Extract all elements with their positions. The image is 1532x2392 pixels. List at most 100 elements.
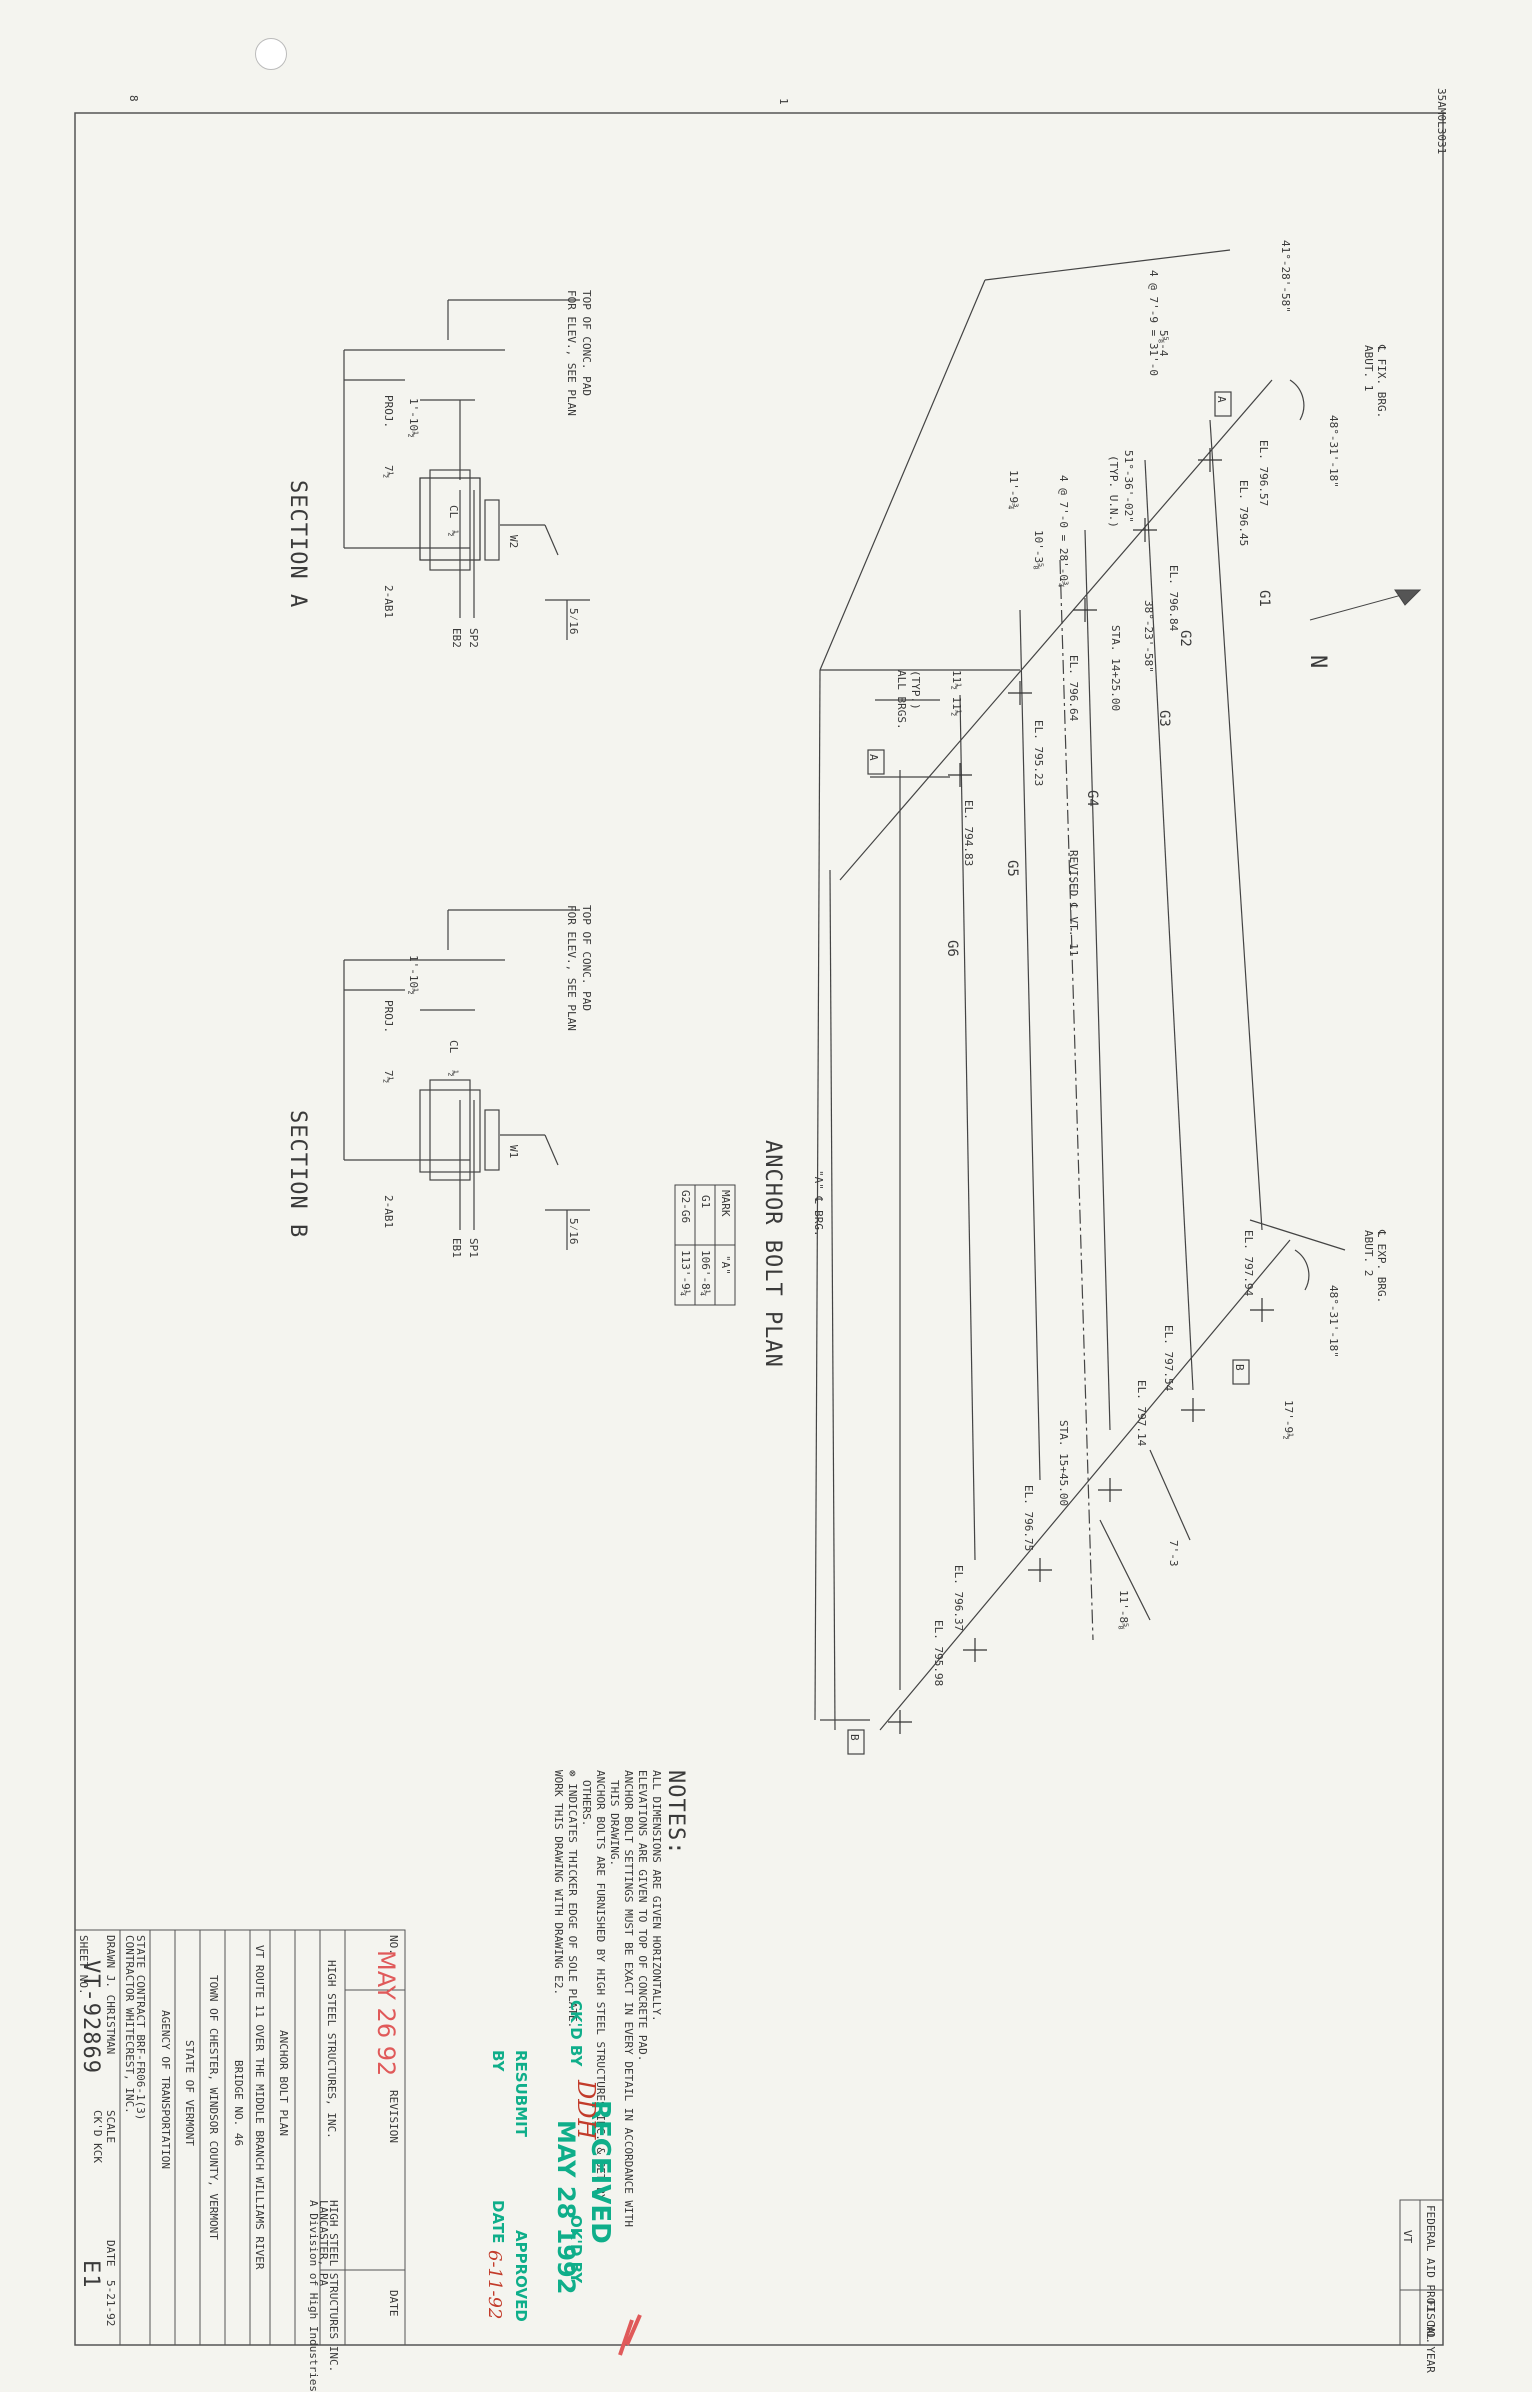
- angle-exp: 48°-31'-18": [1327, 1285, 1340, 1358]
- elevation-abut2-g5: EL. 796.37: [952, 1565, 965, 1632]
- station-1: STA. 14+25.00: [1109, 625, 1122, 712]
- stamp-date-value: 6-11-92: [484, 2250, 505, 2320]
- note-line-7: ⊗ INDICATES THICKER EDGE OF SOLE PLATE.: [566, 1770, 579, 2029]
- corner-state: VT: [1401, 2230, 1414, 2244]
- section-b-plate-2: EB1: [450, 1238, 463, 1258]
- section-b-dim-half: ½: [447, 1070, 460, 1077]
- elevation-abut1-g3: EL. 796.84: [1167, 565, 1180, 632]
- stamp-red-date: MAY 26 92: [372, 1950, 400, 2077]
- dim-a3: 10'-3⅝: [1032, 530, 1045, 570]
- elevation-abut2-g1: EL. 797.94: [1242, 1230, 1255, 1297]
- note-line-4: THIS DRAWING.: [608, 1780, 621, 1867]
- section-cut-b-2: B: [848, 1734, 861, 1741]
- dim-b1: 17'-9½: [1282, 1400, 1295, 1440]
- girder-label-g5: G5: [1004, 860, 1020, 877]
- table-frame: [674, 1184, 736, 1306]
- top-dimension: 4 @ 7'-9 = 31'-0: [1147, 270, 1160, 376]
- stamp-approved: APPROVED: [512, 2230, 530, 2322]
- tb-drawing-title: ANCHOR BOLT PLAN: [277, 2030, 290, 2136]
- tb-company-sub-3: A Division of High Industries: [307, 2200, 320, 2392]
- section-b-top-note-1: TOP OF CONC. PAD: [580, 905, 593, 1011]
- fix-brg-2: ABUT. 1: [1362, 345, 1375, 392]
- tb-contract-no: VT-92869: [78, 1960, 103, 2074]
- section-a-top-note-1: TOP OF CONC. PAD: [580, 290, 593, 396]
- top-tick: 1: [777, 98, 790, 105]
- north-label: N: [1305, 655, 1330, 670]
- exp-brg-1: ℄ EXP. BRG.: [1375, 1230, 1388, 1304]
- tb-date-label: DATE: [387, 2290, 400, 2317]
- section-b-dim-overall: 1'-10½: [407, 955, 420, 995]
- note-line-8: WORK THIS DRAWING WITH DRAWING E2.: [552, 1770, 565, 1996]
- tb-ckd: CK'D KCK: [91, 2110, 104, 2163]
- elevation-abut1-g5: EL. 795.23: [1032, 720, 1045, 787]
- dim-a2: 4 @ 7'-0 = 28'-0¾: [1057, 475, 1070, 588]
- elevation-abut2-g6: EL. 795.98: [932, 1620, 945, 1687]
- section-b-linework: [343, 909, 590, 1250]
- tb-drawn: DRAWN J. CHRISTMAN: [104, 1935, 117, 2055]
- table-row-1-mark: G1: [699, 1195, 712, 1209]
- elevation-abut1-g1: EL. 796.57: [1257, 440, 1270, 507]
- section-a-linework: [343, 299, 590, 640]
- dim-b2: 7'-3: [1167, 1540, 1180, 1567]
- section-a-plate-1: SP2: [467, 628, 480, 648]
- dim-a4: 11'-9¾: [1007, 470, 1020, 510]
- section-cut-a-2: A: [867, 754, 880, 761]
- stamp-ckd: CK'D BY: [567, 2000, 585, 2067]
- red-check-mark: [618, 2314, 642, 2356]
- girder-label-g4: G4: [1084, 790, 1100, 807]
- punch-hole: [255, 38, 287, 70]
- dim-sixteen: 11½ 11½: [950, 670, 963, 717]
- fix-brg-1: ℄ FIX. BRG.: [1375, 345, 1388, 419]
- north-arrow-lines: [1309, 589, 1422, 621]
- section-a-plate-2: EB2: [450, 628, 463, 648]
- title-block-frame: [74, 1929, 1444, 2346]
- elevation-abut2-g2: EL. 797.54: [1162, 1325, 1175, 1392]
- section-a-top-note-2: FOR ELEV., SEE PLAN: [565, 290, 578, 416]
- typ-label-1: (TYP.): [909, 670, 922, 710]
- section-a-dim-overall: 1'-10½: [407, 398, 420, 438]
- girder-label-g3: G3: [1156, 710, 1172, 727]
- skew-fix: 41°-28'-58": [1279, 240, 1292, 313]
- section-b-dim-proj: PROJ.: [382, 1000, 395, 1034]
- section-b-weld: W1: [507, 1145, 520, 1159]
- a-brg-dimension: "A" ℄ BRG.: [812, 1170, 825, 1237]
- section-b-weld-size: 5⁄16: [567, 1218, 580, 1245]
- section-a-weld: W2: [507, 535, 520, 549]
- tb-company: HIGH STEEL STRUCTURES, INC.: [325, 1960, 338, 2139]
- revised-centerline: REVISED ℄ VT. 11: [1067, 850, 1080, 957]
- section-b-plate-1: SP1: [467, 1238, 480, 1258]
- elevation-abut1-g4: EL. 796.64: [1067, 655, 1080, 722]
- section-a-dim-proj: PROJ.: [382, 395, 395, 429]
- tb-scale: SCALE: [104, 2110, 117, 2144]
- tb-project-1: VT ROUTE 11 OVER THE MIDDLE BRANCH WILLI…: [253, 1945, 266, 2270]
- tb-contractor: CONTRACTOR WHITECREST, INC.: [123, 1935, 136, 2114]
- section-a-dim-cl: CL: [447, 505, 460, 519]
- stamp-date-label: DATE: [489, 2200, 507, 2244]
- section-b-title: SECTION B: [285, 1110, 310, 1239]
- table-header-a: "A": [719, 1255, 732, 1275]
- girder-label-g6: G6: [944, 940, 960, 957]
- section-b-dim-7: 7½: [382, 1070, 395, 1084]
- dim-b3: 11'-8⅝: [1117, 1590, 1130, 1630]
- tb-date-label-2: DATE: [104, 2240, 117, 2267]
- plan-linework: [814, 249, 1346, 1755]
- corner-mark-right: 35AM0L3031: [1435, 88, 1448, 155]
- typ-ul: (TYP. U.N.): [1107, 455, 1120, 528]
- angle-fix: 48°-31'-18": [1327, 415, 1340, 488]
- section-b-bolt: 2-AB1: [382, 1195, 395, 1229]
- note-line-2: ELEVATIONS ARE GIVEN TO TOP OF CONCRETE …: [636, 1770, 649, 2062]
- dim-a1: 5⅝-4: [1157, 330, 1170, 357]
- elevation-abut2-g4: EL. 796.75: [1022, 1485, 1035, 1552]
- table-header-mark: MARK: [719, 1190, 732, 1217]
- angle-2: 38°-23'-58": [1142, 600, 1155, 673]
- tb-drawing-no: E1: [78, 2260, 103, 2289]
- elevation-abut2-g3: EL. 797.14: [1135, 1380, 1148, 1447]
- stamp-resubmit: RESUBMIT: [512, 2050, 530, 2137]
- tb-agency-2: AGENCY OF TRANSPORTATION: [159, 2010, 172, 2169]
- stamp-by: BY: [489, 2050, 507, 2072]
- section-a-bolt: 2-AB1: [382, 585, 395, 619]
- tb-agency-1: STATE OF VERMONT: [183, 2040, 196, 2146]
- notes-title: NOTES:: [663, 1770, 688, 1856]
- note-line-6: OTHERS.: [580, 1780, 593, 1827]
